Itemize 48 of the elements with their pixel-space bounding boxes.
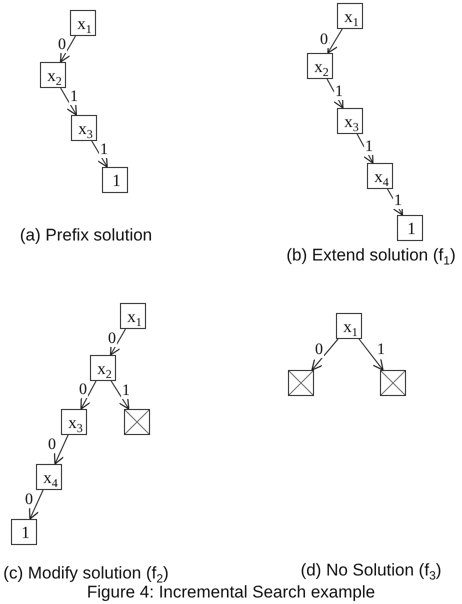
variable-box: 1: [11, 519, 37, 545]
crossed-box: [124, 409, 150, 435]
edge-label: 1: [364, 139, 374, 155]
crossed-box: [380, 370, 406, 396]
edge-label: 0: [319, 32, 329, 48]
variable-box: x$_{2}$: [307, 53, 333, 79]
edge-label: 0: [107, 331, 117, 347]
subfigure-caption: (a) Prefix solution: [20, 226, 152, 246]
variable-box: x$_{4}$: [367, 163, 393, 189]
subfigure-caption: (b) Extend solution (f$_{1}$): [286, 246, 456, 266]
arrow: [110, 380, 130, 410]
edge-label: 0: [78, 382, 88, 398]
arrow: [326, 78, 344, 109]
variable-box: x$_{1}$: [70, 10, 96, 36]
variable-box: x$_{1}$: [337, 3, 363, 29]
variable-box: x$_{1}$: [120, 303, 146, 329]
variable-box: x$_{2}$: [40, 62, 66, 88]
subfigure-caption: (c) Modify solution (f$_{2}$): [3, 564, 169, 584]
arrow: [80, 380, 97, 410]
variable-box: x$_{2}$: [90, 355, 116, 381]
edge-label: 1: [99, 142, 109, 158]
arrow: [358, 338, 384, 371]
arrow: [311, 338, 339, 371]
edge-label: 0: [314, 342, 324, 358]
arrow: [110, 328, 126, 356]
arrow: [91, 140, 108, 168]
arrow: [60, 88, 77, 116]
edge-label: 1: [334, 84, 344, 100]
arrow: [356, 134, 374, 164]
figure-caption: Figure 4: Incremental Search example: [86, 584, 376, 602]
variable-box: x$_{3}$: [337, 108, 363, 134]
variable-box: x$_{1}$: [336, 313, 362, 339]
variable-box: x$_{3}$: [71, 115, 97, 141]
arrow: [28, 490, 44, 520]
variable-box: 1: [102, 167, 128, 193]
subfigure-caption: (d) No Solution (f$_{3}$): [300, 562, 442, 580]
crossed-box: [288, 370, 314, 396]
variable-box: x$_{3}$: [61, 409, 87, 435]
variable-box: 1: [397, 215, 423, 241]
edge-label: 1: [121, 383, 131, 399]
arrow: [60, 36, 76, 63]
variable-box: x$_{4}$: [36, 464, 62, 490]
edge-label: 1: [393, 193, 403, 209]
edge-label: 0: [57, 37, 67, 53]
arrow: [387, 188, 404, 216]
arrow: [54, 434, 69, 465]
edge-label: 1: [69, 89, 79, 105]
arrow: [327, 28, 343, 54]
